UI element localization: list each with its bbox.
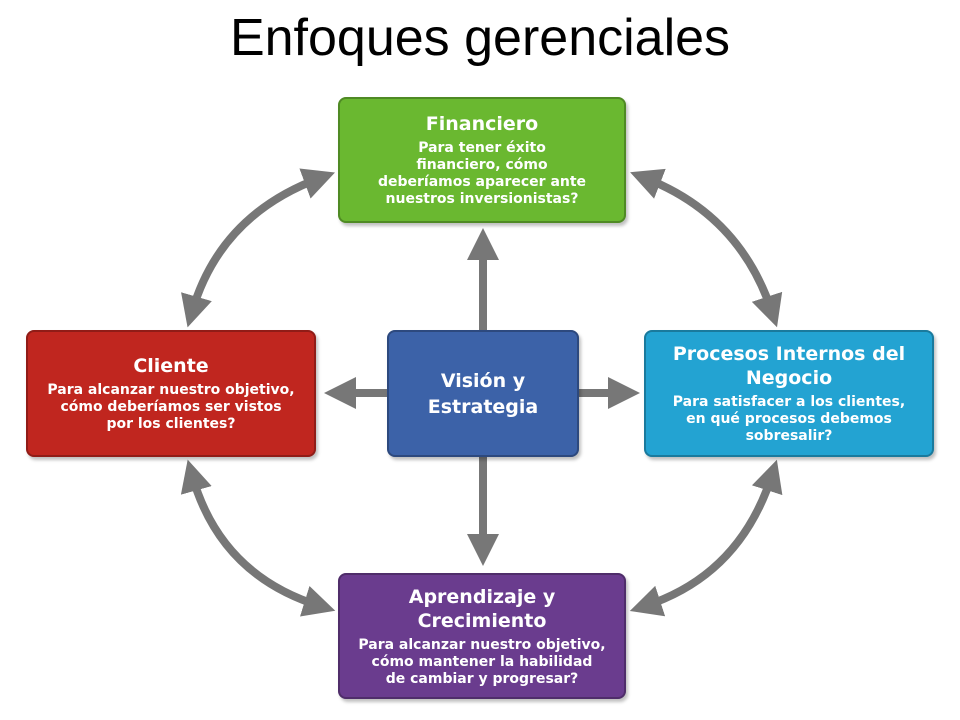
page-title: Enfoques gerenciales [229, 9, 731, 67]
box-procesos-desc: Para satisfacer a los clientes, en qué p… [672, 394, 906, 444]
box-aprendizaje-desc: Para alcanzar nuestro objetivo, cómo man… [358, 636, 606, 687]
box-aprendizaje-heading: Aprendizaje y Crecimiento [408, 585, 556, 632]
arrow-aprendizaje-cliente [180, 459, 336, 617]
box-financiero: Financiero Para tener éxito financiero, … [338, 97, 626, 223]
arrow-financiero-procesos [630, 168, 783, 328]
arrow-group [180, 168, 783, 617]
box-financiero-heading: Financiero [425, 113, 539, 135]
box-vision: Visión y Estrategia [387, 330, 579, 457]
box-cliente: Cliente Para alcanzar nuestro objetivo, … [26, 330, 316, 457]
box-vision-heading: Visión y Estrategia [427, 369, 539, 418]
arrow-procesos-aprendizaje [629, 459, 783, 617]
box-procesos: Procesos Internos del Negocio Para satis… [644, 330, 934, 457]
box-aprendizaje: Aprendizaje y Crecimiento Para alcanzar … [338, 573, 626, 699]
arrow-cliente-financiero [181, 168, 336, 328]
box-cliente-heading: Cliente [133, 355, 209, 377]
box-financiero-desc: Para tener éxito financiero, cómo deberí… [377, 140, 587, 207]
box-procesos-heading: Procesos Internos del Negocio [672, 343, 906, 389]
box-cliente-desc: Para alcanzar nuestro objetivo, cómo deb… [47, 382, 295, 432]
